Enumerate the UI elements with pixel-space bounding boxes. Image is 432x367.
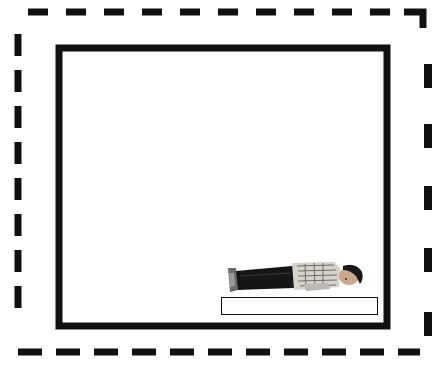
right-side-marks [424, 64, 432, 336]
figure-label-box [221, 297, 378, 315]
